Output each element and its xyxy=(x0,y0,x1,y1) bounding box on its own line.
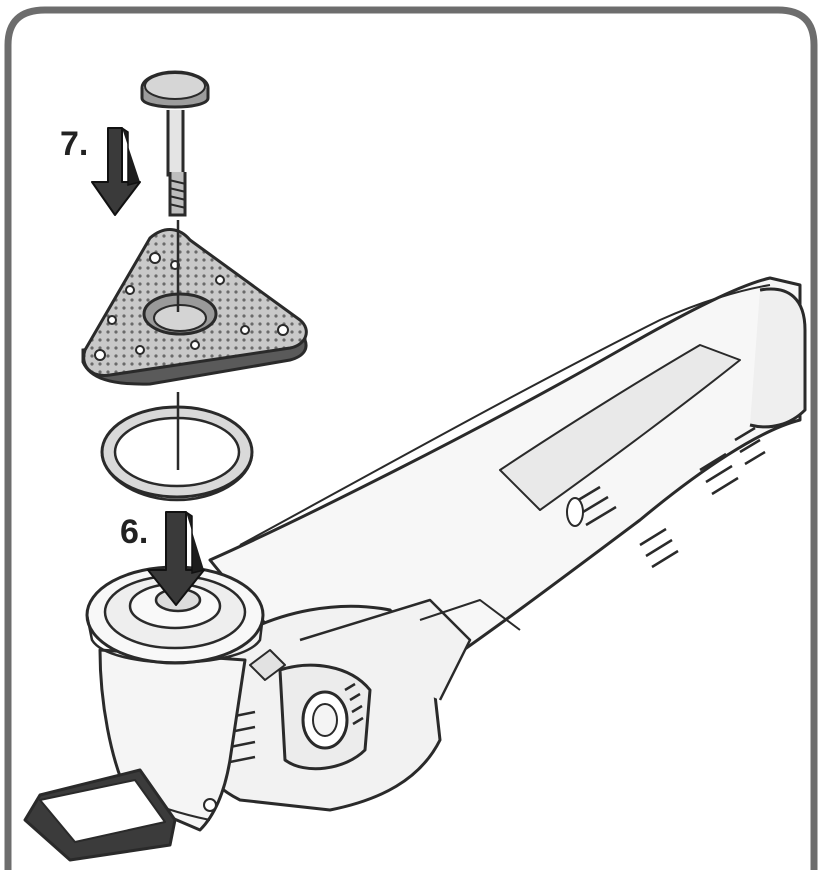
step-7-marker: 7. xyxy=(60,125,141,216)
delta-sanding-plate xyxy=(81,228,308,386)
step-6-label: 6. xyxy=(120,513,148,551)
down-arrow-icon xyxy=(147,511,205,606)
multi-tool-body xyxy=(23,276,807,862)
step-7-label: 7. xyxy=(60,125,88,163)
frame-border xyxy=(4,6,818,870)
step-6-marker: 6. xyxy=(120,511,205,606)
fixing-screw xyxy=(140,70,210,217)
down-arrow-icon xyxy=(91,127,141,216)
